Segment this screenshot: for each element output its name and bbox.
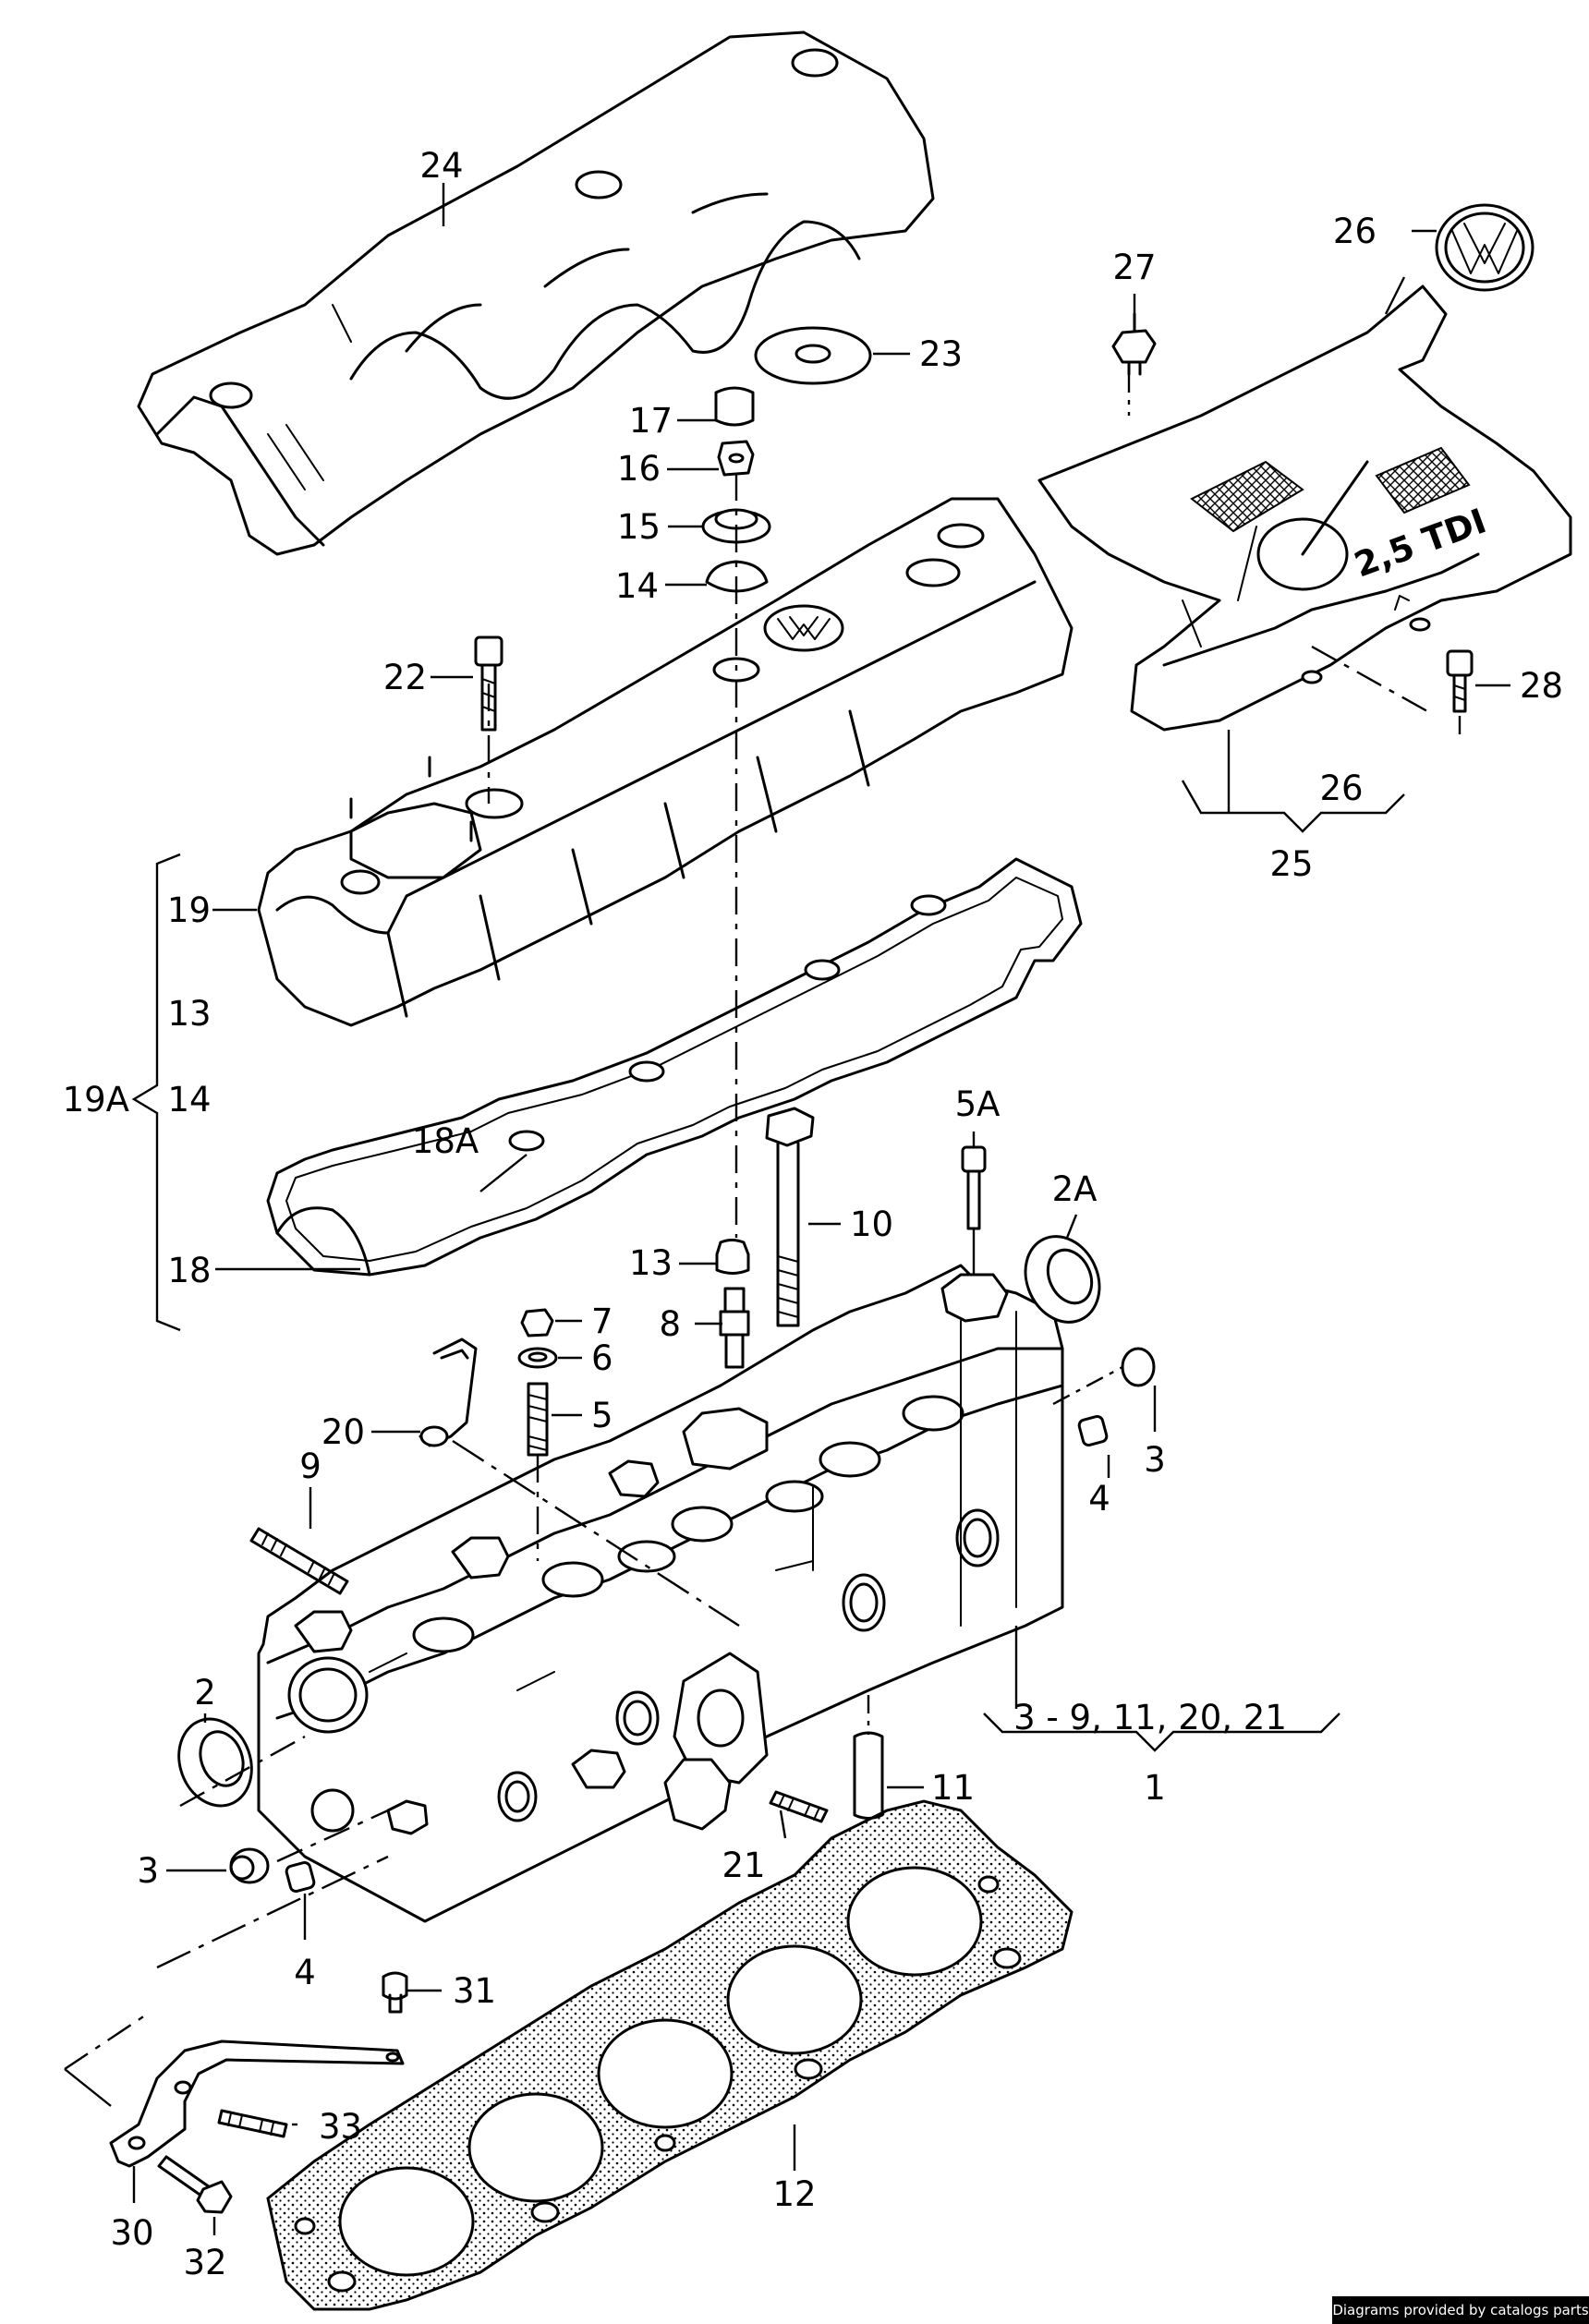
grommet-23 — [754, 326, 872, 385]
callout-18A: 18A — [412, 1121, 479, 1161]
sleeve-4-left — [285, 1860, 316, 1894]
callout-15: 15 — [617, 507, 661, 547]
bolt-28 — [1446, 649, 1474, 713]
credit-banner: Diagrams provided by catalogs parts — [1332, 2296, 1589, 2324]
callout-33: 33 — [319, 2107, 362, 2147]
callout-14-group: 14 — [167, 1080, 211, 1120]
plug-3-right — [1121, 1347, 1156, 1387]
bolt-5A — [961, 1145, 987, 1230]
nut-7 — [520, 1308, 554, 1338]
leader-lines — [64, 183, 1510, 2235]
head-gasket-12 — [266, 1799, 1073, 2311]
callout-32: 32 — [183, 2243, 226, 2282]
callout-24: 24 — [419, 146, 463, 186]
stud-9 — [249, 1527, 349, 1595]
callout-21: 21 — [722, 1846, 765, 1885]
callout-3-left: 3 — [137, 1851, 159, 1891]
callout-6: 6 — [591, 1338, 613, 1378]
callout-5A: 5A — [955, 1084, 1001, 1124]
plug-3-left — [229, 1847, 270, 1884]
bolt-10 — [765, 1107, 815, 1327]
callout-13: 13 — [629, 1243, 673, 1283]
callout-28: 28 — [1520, 666, 1563, 706]
sleeve-11 — [853, 1731, 884, 1820]
stud-27 — [1111, 312, 1157, 376]
callout-20: 20 — [321, 1412, 365, 1452]
callout-1: 1 — [1144, 1768, 1166, 1808]
callout-4-right: 4 — [1088, 1479, 1110, 1519]
cover-gasket-18 — [266, 857, 1083, 1277]
callout-11: 11 — [931, 1768, 975, 1808]
stud-8 — [719, 1287, 750, 1369]
stud-5 — [527, 1382, 549, 1457]
bolt-32 — [157, 2155, 233, 2214]
callout-3-right: 3 — [1144, 1440, 1166, 1480]
callout-30: 30 — [110, 2213, 153, 2253]
callout-8: 8 — [659, 1304, 681, 1344]
seal-13 — [715, 1239, 750, 1275]
vw-emblem-on-cover-icon — [763, 604, 844, 652]
bolt-22 — [474, 635, 503, 732]
callout-10: 10 — [850, 1204, 893, 1244]
stud-21 — [769, 1790, 829, 1823]
sleeve-4-right — [1077, 1414, 1109, 1447]
bracket-30 — [109, 2040, 405, 2168]
callout-5: 5 — [591, 1396, 613, 1435]
callout-22: 22 — [383, 658, 427, 697]
cylinder-head — [257, 1264, 1064, 1923]
seal-2 — [177, 1717, 253, 1808]
screw-31 — [382, 1971, 408, 2014]
right-engine-cover — [1037, 284, 1572, 732]
callout-18: 18 — [167, 1251, 211, 1290]
seal-2A — [1024, 1235, 1101, 1324]
callout-2A: 2A — [1052, 1169, 1098, 1209]
callout-26-cover: 26 — [1319, 769, 1363, 808]
stud-33 — [217, 2109, 288, 2138]
callout-14-top: 14 — [615, 566, 659, 606]
upper-engine-cover — [137, 30, 935, 556]
seal-14 — [705, 560, 769, 593]
callout-31: 31 — [453, 1971, 496, 2011]
callout-19A: 19A — [63, 1080, 129, 1120]
callout-9: 9 — [299, 1446, 321, 1486]
callout-13-group: 13 — [167, 994, 211, 1034]
callout-2: 2 — [194, 1673, 216, 1713]
cylinder-head-cover — [257, 497, 1073, 1027]
callout-16: 16 — [617, 449, 661, 489]
callout-range: 3 - 9, 11, 20, 21 — [1013, 1698, 1287, 1737]
cap-17 — [714, 386, 755, 427]
callout-23: 23 — [919, 334, 963, 374]
callout-27: 27 — [1112, 248, 1156, 287]
callout-labels: 24 23 17 16 15 14 22 19 13 19A 14 18A 18… — [63, 146, 1564, 2282]
vw-emblem-icon — [1435, 203, 1534, 292]
callout-25: 25 — [1269, 844, 1313, 884]
callout-26-emblem: 26 — [1333, 212, 1377, 251]
washer-6 — [517, 1347, 558, 1369]
nut-16 — [717, 440, 755, 477]
callout-4-left: 4 — [294, 1953, 316, 1992]
callout-12: 12 — [772, 2174, 816, 2214]
callout-7: 7 — [591, 1301, 613, 1341]
pipe-20 — [418, 1338, 478, 1447]
callout-17: 17 — [629, 401, 673, 441]
callout-19: 19 — [167, 890, 211, 930]
